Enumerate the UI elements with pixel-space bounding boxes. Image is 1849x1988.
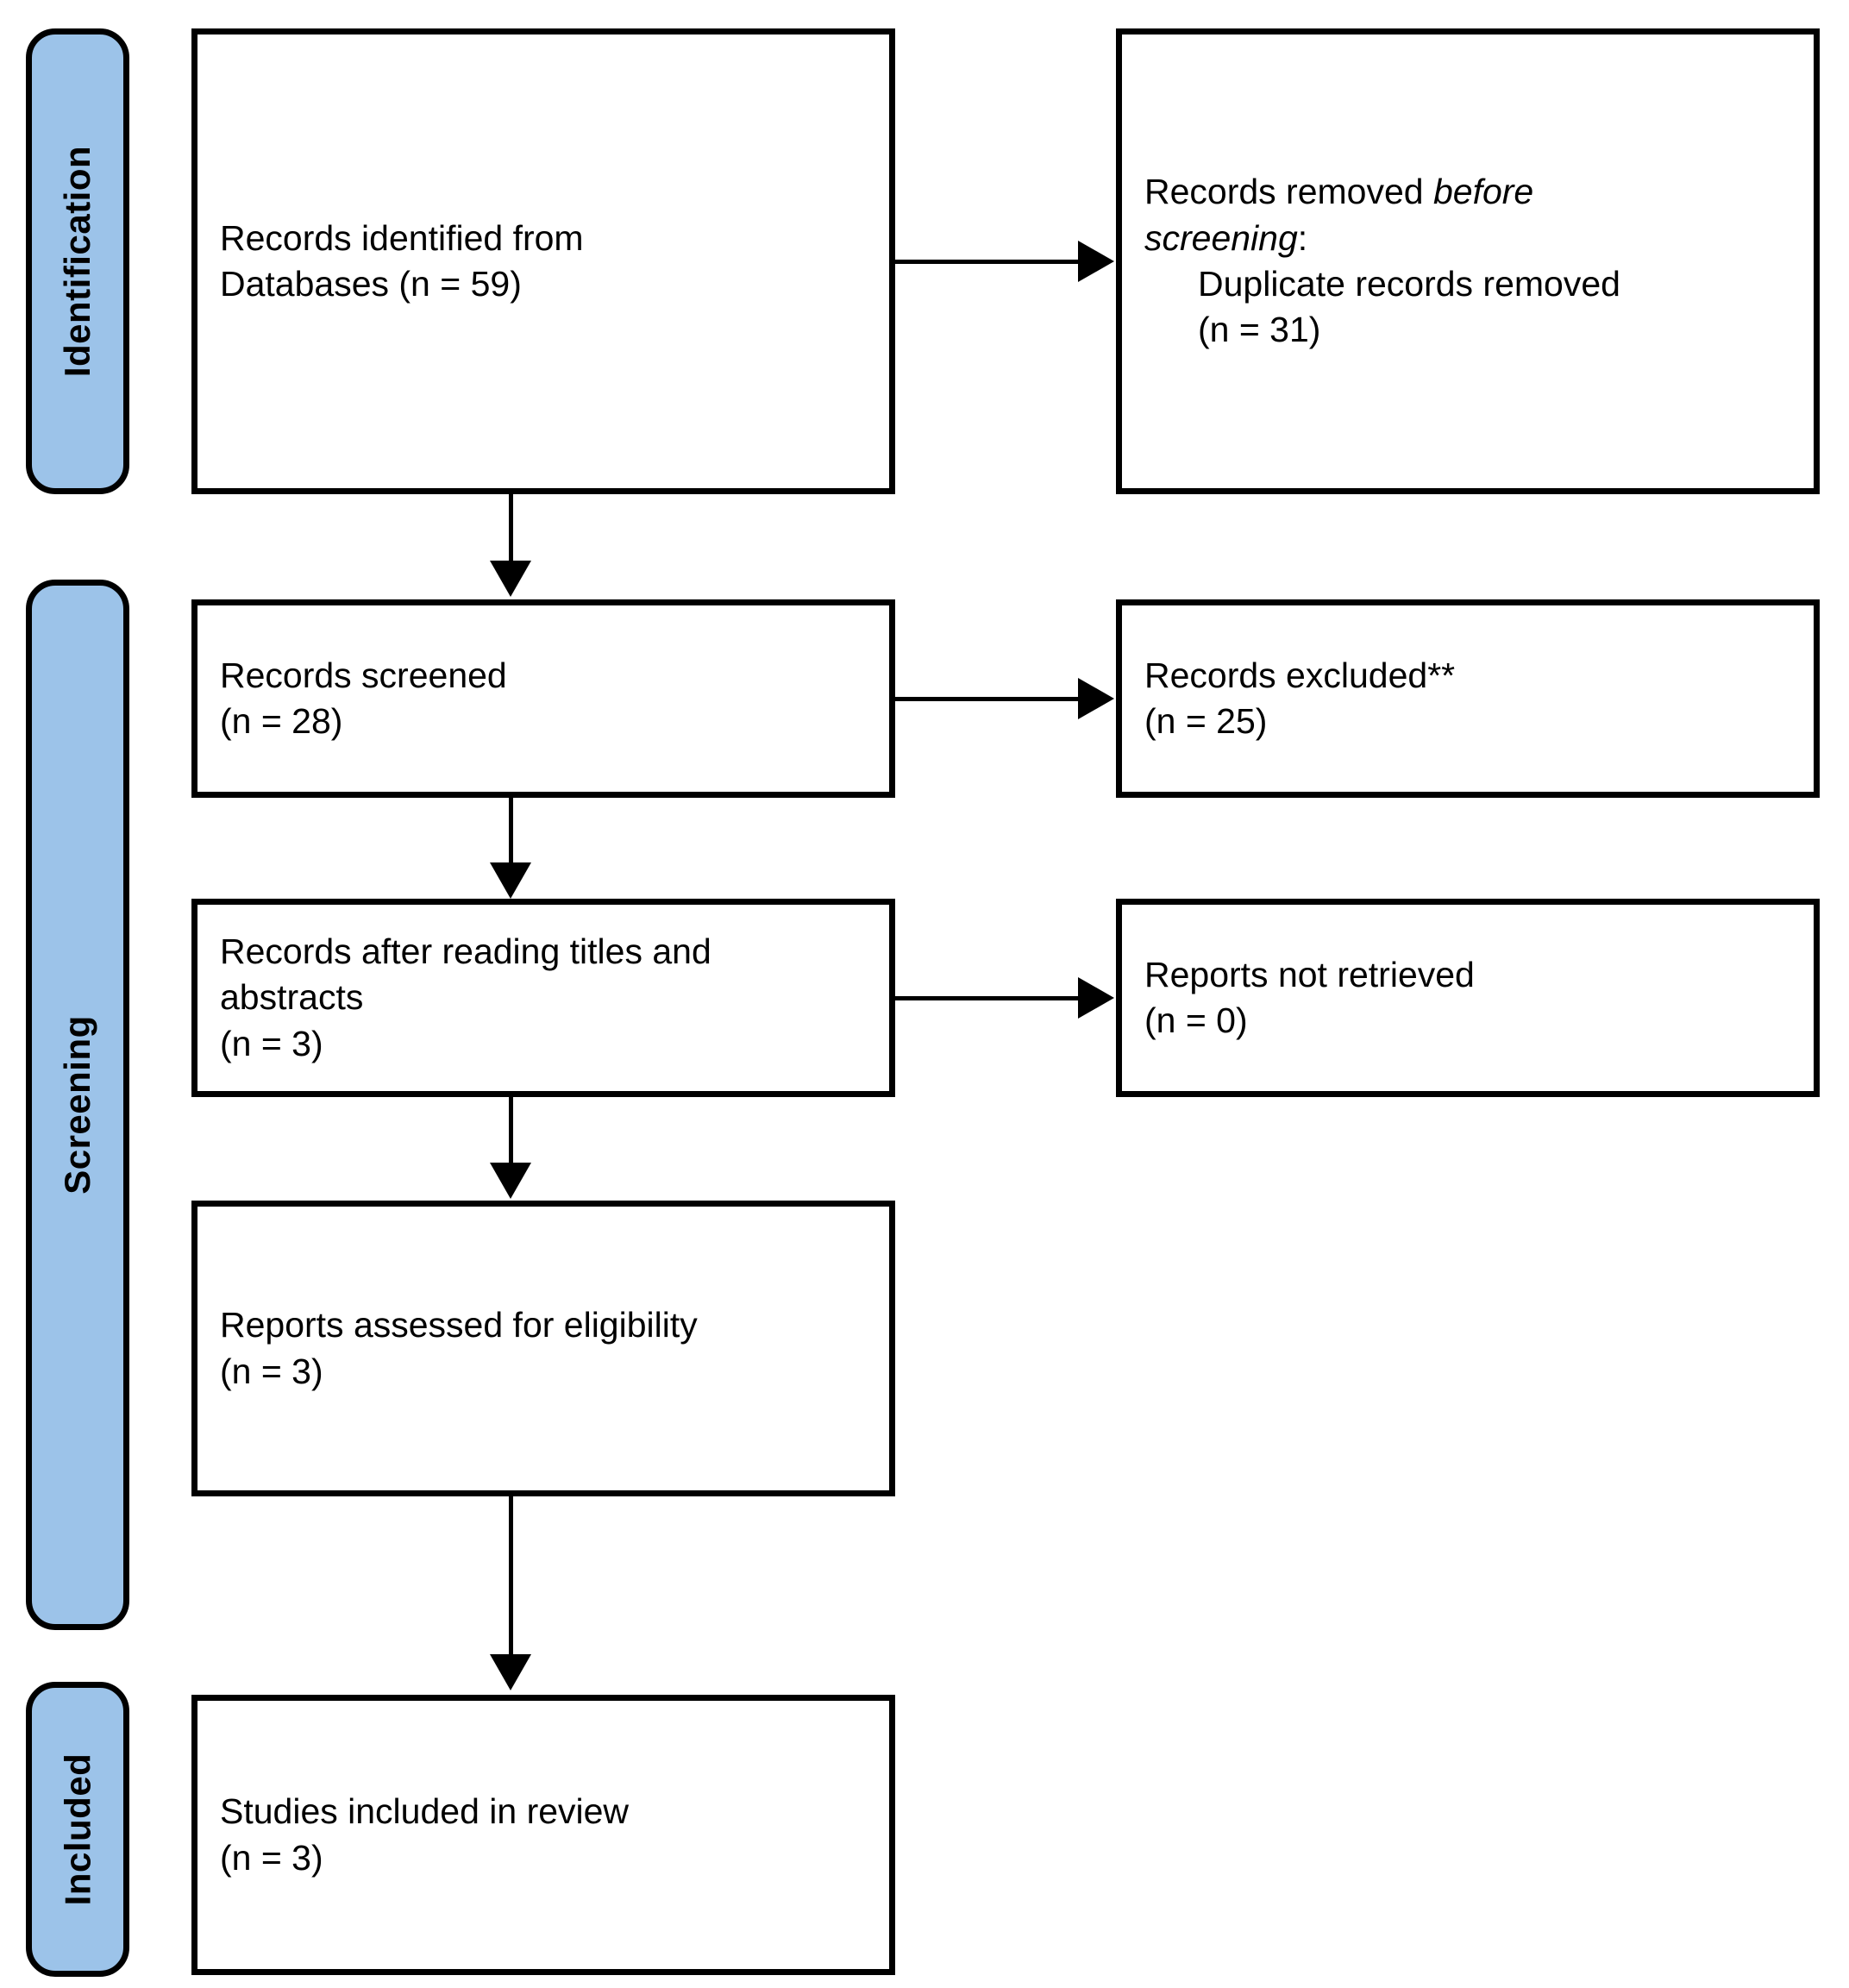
box-records-excluded-text: Records excluded** (n = 25) bbox=[1122, 653, 1814, 745]
box-records-removed-line2-italic: screening bbox=[1144, 217, 1298, 258]
box-records-removed-line2: screening: bbox=[1144, 216, 1791, 261]
box-records-after-titles-abstracts-text: Records after reading titles and abstrac… bbox=[197, 929, 889, 1067]
box-reports-assessed-line2: (n = 3) bbox=[220, 1351, 323, 1391]
box-records-excluded-line1: Records excluded** bbox=[1144, 653, 1791, 699]
connector-identified-to-removed bbox=[895, 260, 1080, 264]
box-records-removed-line2-plain: : bbox=[1297, 217, 1308, 258]
box-records-removed-line4: (n = 31) bbox=[1198, 310, 1321, 350]
box-studies-included: Studies included in review (n = 3) bbox=[191, 1695, 895, 1975]
box-records-excluded-line2: (n = 25) bbox=[1144, 701, 1268, 741]
stage-bar-included: Included bbox=[26, 1682, 129, 1977]
stage-bar-identification: Identification bbox=[26, 28, 129, 494]
arrowhead-after-titles-to-not-retrieved bbox=[1078, 977, 1114, 1019]
box-reports-assessed-line1: Reports assessed for eligibility bbox=[220, 1305, 698, 1345]
box-records-screened: Records screened (n = 28) bbox=[191, 599, 895, 798]
arrowhead-identified-to-screened bbox=[490, 561, 531, 597]
connector-after-titles-to-assessed bbox=[509, 1097, 513, 1166]
stage-label-included: Included bbox=[57, 1753, 97, 1906]
box-records-excluded-line1-label: Records excluded bbox=[1144, 655, 1428, 695]
box-records-excluded-footnote-marker: ** bbox=[1427, 655, 1456, 695]
connector-screened-to-after-titles bbox=[509, 798, 513, 867]
arrowhead-assessed-to-included bbox=[490, 1654, 531, 1690]
box-records-identified-line2: Databases (n = 59) bbox=[220, 264, 522, 304]
connector-after-titles-to-not-retrieved bbox=[895, 996, 1080, 1000]
box-records-identified-line1: Records identified from bbox=[220, 217, 584, 258]
box-studies-included-line1: Studies included in review bbox=[220, 1791, 630, 1832]
box-records-screened-text: Records screened (n = 28) bbox=[197, 653, 889, 745]
box-records-after-titles-abstracts: Records after reading titles and abstrac… bbox=[191, 899, 895, 1097]
box-records-after-titles-abstracts-line2: abstracts bbox=[220, 977, 364, 1018]
connector-screened-to-excluded bbox=[895, 697, 1080, 701]
box-reports-assessed: Reports assessed for eligibility (n = 3) bbox=[191, 1201, 895, 1496]
box-studies-included-line2: (n = 3) bbox=[220, 1837, 323, 1878]
stage-bar-screening: Screening bbox=[26, 580, 129, 1630]
box-records-removed: Records removed before screening: Duplic… bbox=[1116, 28, 1820, 494]
box-reports-not-retrieved-line2: (n = 0) bbox=[1144, 1000, 1248, 1040]
arrowhead-after-titles-to-assessed bbox=[490, 1163, 531, 1199]
box-records-after-titles-abstracts-line3: (n = 3) bbox=[220, 1023, 323, 1063]
stage-label-screening: Screening bbox=[57, 1015, 98, 1195]
box-reports-not-retrieved-text: Reports not retrieved (n = 0) bbox=[1122, 952, 1814, 1044]
arrowhead-screened-to-after-titles bbox=[490, 862, 531, 899]
arrowhead-identified-to-removed bbox=[1078, 241, 1114, 282]
box-records-excluded: Records excluded** (n = 25) bbox=[1116, 599, 1820, 798]
box-records-removed-line1-italic: before bbox=[1432, 172, 1534, 212]
box-records-after-titles-abstracts-line1: Records after reading titles and bbox=[220, 931, 711, 972]
box-reports-assessed-text: Reports assessed for eligibility (n = 3) bbox=[197, 1302, 889, 1395]
connector-identified-to-screened bbox=[509, 494, 513, 565]
arrowhead-screened-to-excluded bbox=[1078, 678, 1114, 719]
box-reports-not-retrieved-line1: Reports not retrieved bbox=[1144, 954, 1475, 994]
connector-assessed-to-included bbox=[509, 1496, 513, 1659]
box-records-removed-line3: Duplicate records removed bbox=[1198, 264, 1620, 304]
box-studies-included-text: Studies included in review (n = 3) bbox=[197, 1789, 889, 1881]
box-reports-not-retrieved: Reports not retrieved (n = 0) bbox=[1116, 899, 1820, 1097]
box-records-identified-text: Records identified from Databases (n = 5… bbox=[197, 216, 889, 308]
box-records-screened-line2: (n = 28) bbox=[220, 701, 343, 741]
box-records-removed-line1-plain: Records removed bbox=[1144, 172, 1433, 212]
box-records-identified: Records identified from Databases (n = 5… bbox=[191, 28, 895, 494]
box-records-screened-line1: Records screened bbox=[220, 655, 507, 695]
box-records-removed-text: Records removed before screening: Duplic… bbox=[1122, 169, 1814, 353]
box-records-removed-line1: Records removed before bbox=[1144, 169, 1791, 215]
stage-label-identification: Identification bbox=[57, 145, 97, 378]
